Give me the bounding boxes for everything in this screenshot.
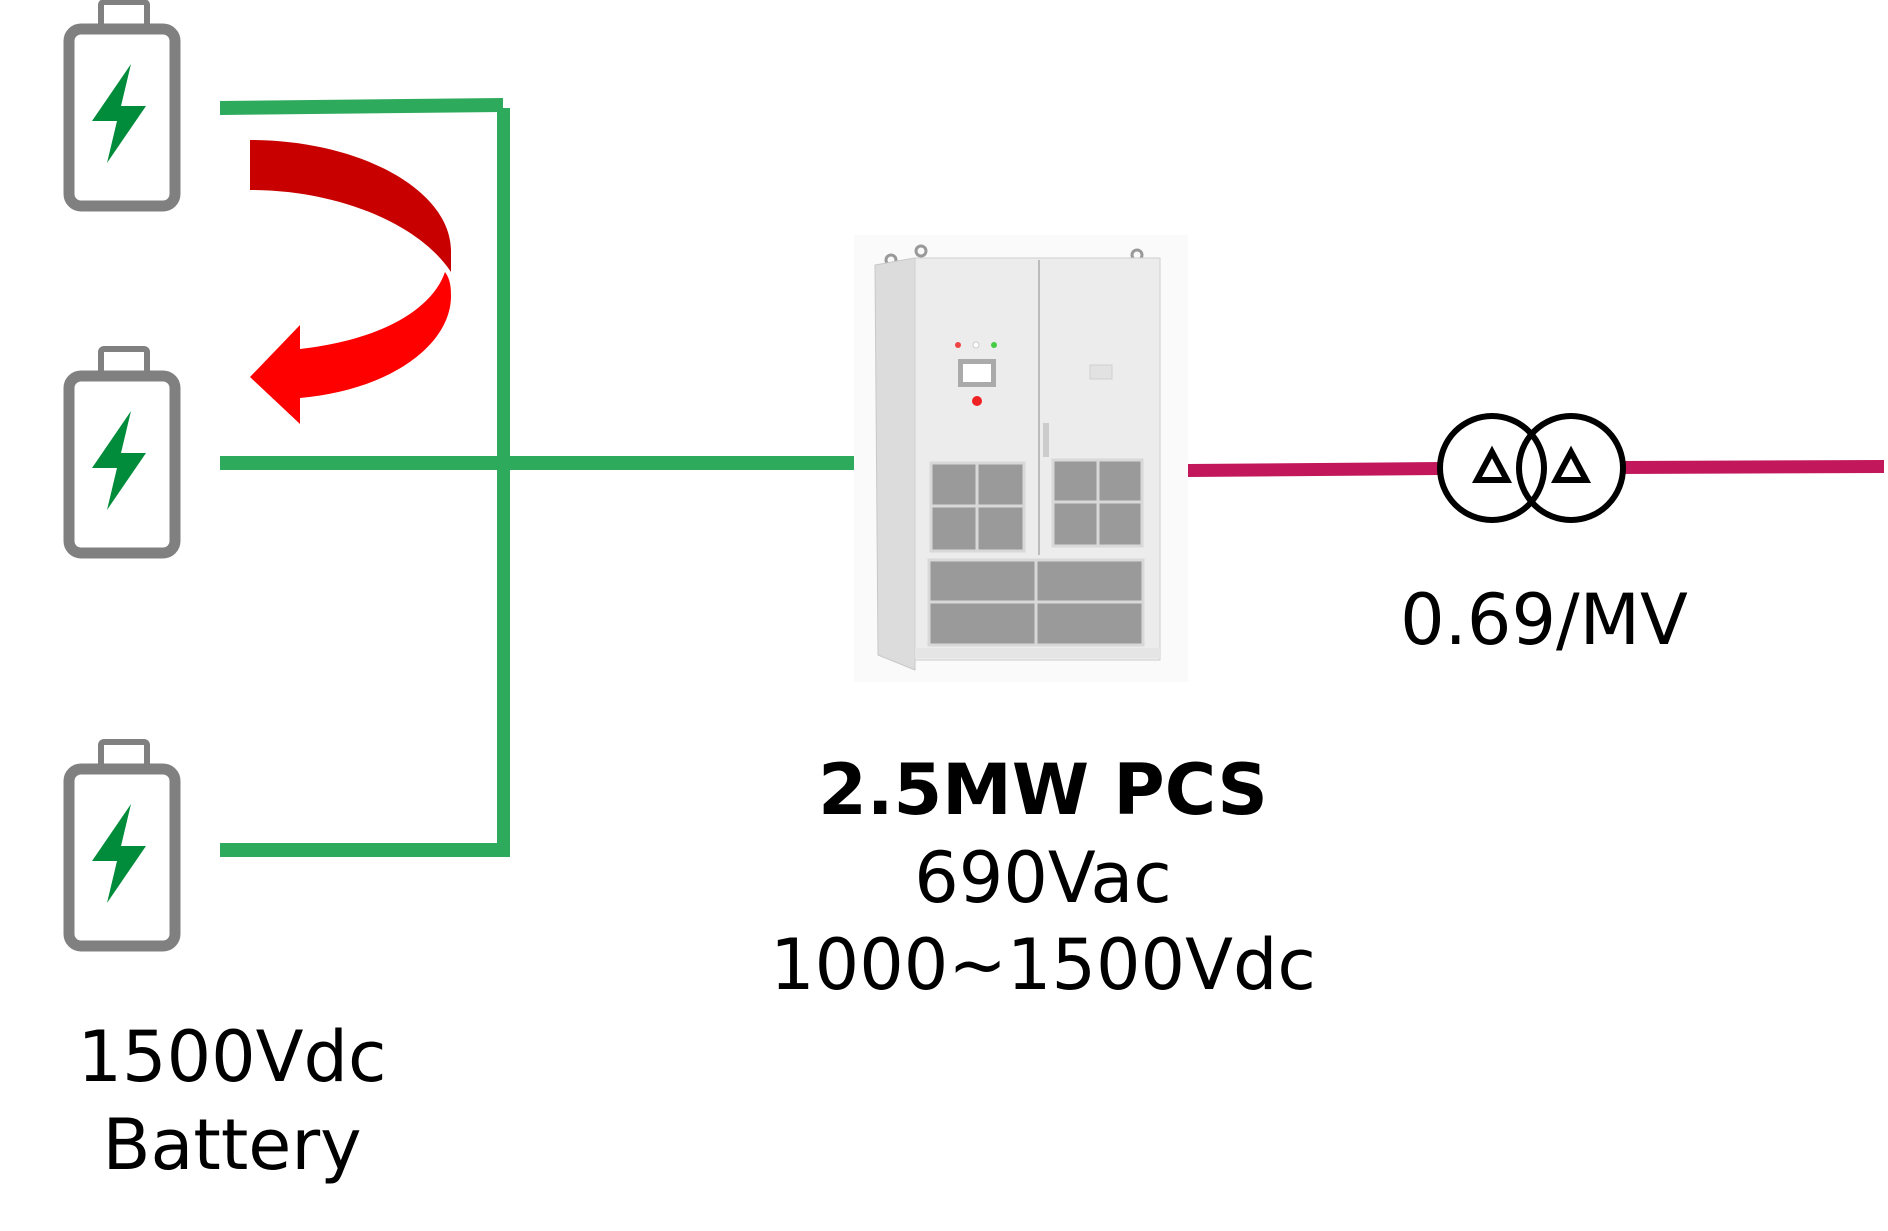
battery-icon-2 — [69, 349, 175, 553]
transformer-label: 0.69/MV — [1400, 579, 1688, 661]
dc-bus — [220, 98, 854, 857]
pcs-title: 2.5MW PCS — [818, 749, 1268, 831]
battery-label: Battery — [102, 1104, 362, 1186]
pcs-dc-voltage: 1000~1500Vdc — [770, 924, 1316, 1006]
pcs-cabinet-icon — [854, 235, 1188, 682]
battery-voltage: 1500Vdc — [77, 1016, 387, 1098]
battery-icon-1 — [69, 2, 175, 206]
pcs-ac-voltage: 690Vac — [914, 837, 1172, 919]
curved-arrow-icon — [250, 140, 451, 424]
ac-line — [1188, 460, 1884, 477]
battery-icon-3 — [69, 742, 175, 946]
transformer-icon — [1437, 413, 1626, 523]
